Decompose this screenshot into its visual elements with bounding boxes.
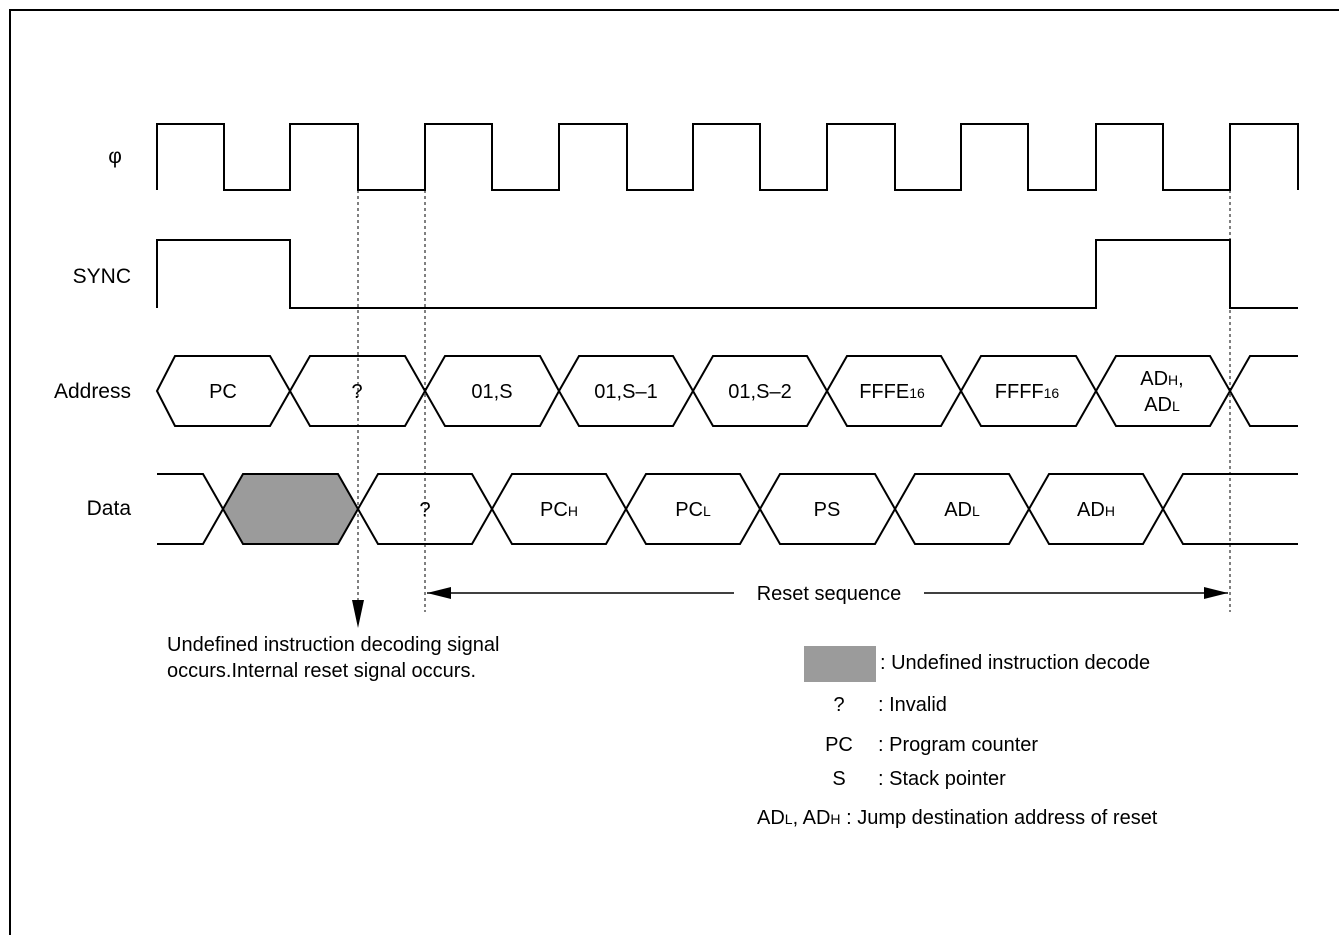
clock-waveform: [156, 123, 1299, 191]
data-cell-open: [157, 473, 225, 545]
data-value: PS: [814, 499, 841, 521]
legend-jump-entry: ADL, ADH : Jump destination address of r…: [757, 807, 1158, 829]
decode-note-line2: occurs.Internal reset signal occurs.: [167, 660, 476, 682]
address-bus: PC ? 01,S 01,S–1 01,S–2 FFFE16 FFFF16 AD…: [155, 355, 1298, 427]
data-bus: ? PCH PCL PS ADL ADH: [157, 473, 1298, 545]
legend-undefined-text: : Undefined instruction decode: [880, 652, 1150, 674]
address-value: ?: [351, 381, 362, 403]
decode-note-line1: Undefined instruction decoding signal: [167, 634, 499, 656]
data-value: PCH: [540, 499, 578, 521]
data-value: ADH: [1077, 499, 1115, 521]
address-cell-open: [1228, 355, 1298, 427]
sync-waveform: [156, 239, 1298, 309]
legend-symbol: ?: [833, 694, 844, 716]
data-value: ADL: [944, 499, 980, 521]
data-value: PCL: [675, 499, 711, 521]
legend-text: : Program counter: [878, 734, 1038, 756]
address-value: 01,S: [471, 381, 512, 403]
data-cell-open: [1161, 473, 1298, 545]
reset-sequence-label: Reset sequence: [757, 583, 902, 605]
undefined-decode-cell: [221, 473, 360, 545]
legend-text: : Invalid: [878, 694, 947, 716]
decode-arrow-head: [352, 600, 364, 628]
address-value: PC: [209, 381, 237, 403]
sync-signal-label: SYNC: [73, 265, 131, 288]
address-value: 01,S–2: [728, 381, 791, 403]
address-value: 01,S–1: [594, 381, 657, 403]
legend-symbol: S: [832, 768, 845, 790]
address-value: ADH,: [1140, 368, 1183, 390]
clock-signal-label: φ: [108, 145, 122, 168]
address-signal-label: Address: [54, 380, 131, 403]
address-value: ADL: [1144, 394, 1180, 416]
data-signal-label: Data: [87, 497, 132, 520]
legend-symbol: PC: [825, 734, 853, 756]
figure-frame: [9, 9, 1339, 935]
address-value: FFFE16: [859, 381, 925, 403]
address-value: FFFF16: [995, 381, 1060, 403]
legend-undefined-swatch: [804, 646, 876, 682]
legend-text: : Stack pointer: [878, 768, 1006, 790]
